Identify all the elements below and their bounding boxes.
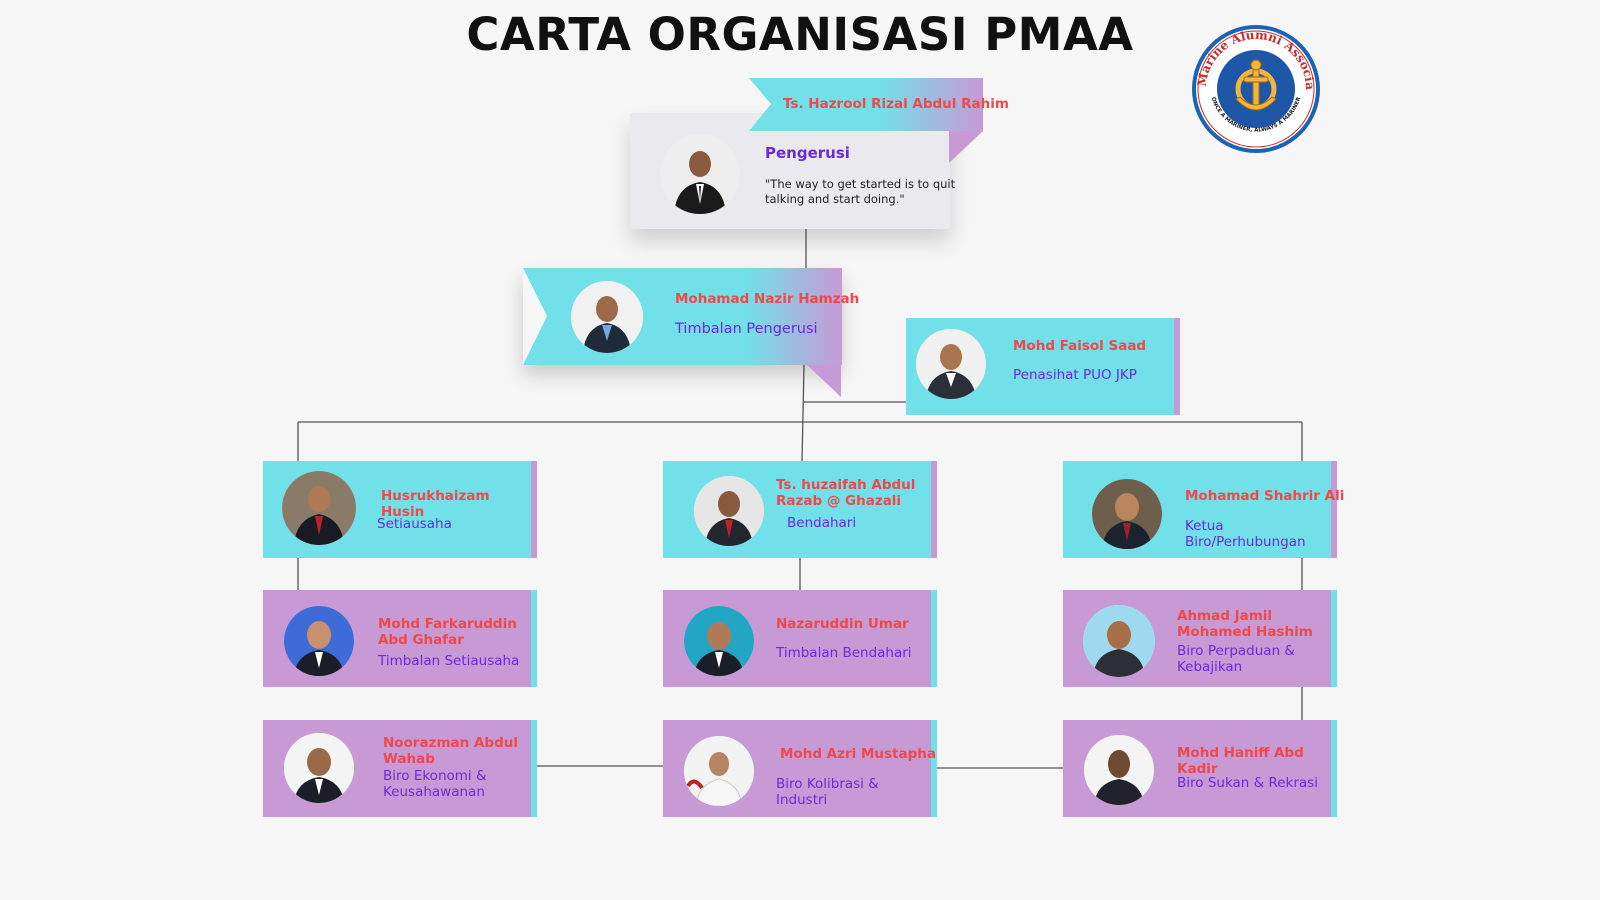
advisor-photo [916,329,986,399]
member-role: Ketua Biro/Perhubungan [1185,518,1306,550]
member-photo [282,471,356,545]
member-card: Noorazman Abdul Wahab Biro Ekonomi & Keu… [263,720,537,817]
member-card: Ts. huzaifah Abdul Razab @ Ghazali Benda… [663,461,937,558]
member-role: Biro Perpaduan & Kebajikan [1177,643,1295,675]
chairman-role: Pengerusi [765,144,850,162]
deputy-photo [571,281,643,353]
member-role: Setiausaha [377,516,452,532]
member-role: Timbalan Bendahari [776,645,912,661]
member-name: Mohd Azri Mustapha [780,746,937,762]
member-name: Noorazman Abdul Wahab [383,735,518,767]
member-name: Mohd Farkaruddin Abd Ghafar [378,616,517,648]
chairman-name: Ts. Hazrool Rizal Abdul Rahim [783,96,1009,112]
member-photo [684,606,754,676]
page-title: CARTA ORGANISASI PMAA [466,8,1134,61]
deputy-card: Mohamad Nazir Hamzah Timbalan Pengerusi [523,268,859,365]
member-card: Mohd Haniff Abd Kadir Biro Sukan & Rekra… [1063,720,1337,817]
member-role: Biro Sukan & Rekrasi [1177,775,1318,791]
member-card: Ahmad Jamil Mohamed Hashim Biro Perpadua… [1063,590,1337,687]
chairman-quote: "The way to get started is to quit talki… [765,177,956,206]
advisor-card: Mohd Faisol Saad Penasihat PUO JKP [906,318,1180,415]
advisor-name: Mohd Faisol Saad [1013,338,1147,354]
chairman-ribbon-fold [949,131,983,163]
member-name: Husrukhaizam Husin [381,488,490,520]
member-photo [684,736,754,806]
chairman-photo [660,134,740,214]
association-logo: Puo Marine Alumni Association ONCE A MAR… [1187,14,1320,153]
member-photo [694,476,764,546]
member-photo [284,733,354,803]
member-name: Ahmad Jamil Mohamed Hashim [1177,608,1313,640]
member-photo [1092,479,1162,549]
member-role: Biro Ekonomi & Keusahawanan [383,768,487,800]
member-role: Bendahari [787,515,857,531]
member-card: Nazaruddin Umar Timbalan Bendahari [663,590,937,687]
member-name: Mohd Haniff Abd Kadir [1177,745,1304,777]
member-role: Timbalan Setiausaha [378,653,520,669]
advisor-role: Penasihat PUO JKP [1013,367,1137,383]
member-card: Husrukhaizam Husin Setiausaha [263,461,537,558]
chairman-name-ribbon: Ts. Hazrool Rizal Abdul Rahim [749,78,1009,131]
member-card: Mohd Farkaruddin Abd Ghafar Timbalan Set… [263,590,537,687]
member-photo [1083,605,1155,677]
member-photo [284,606,354,676]
member-name: Ts. huzaifah Abdul Razab @ Ghazali [776,477,916,509]
member-card: Mohd Azri Mustapha Biro Kolibrasi & Indu… [663,720,937,817]
member-name: Mohamad Shahrir Ali [1185,488,1345,504]
member-name: Nazaruddin Umar [776,616,909,632]
deputy-ribbon-fold [807,365,841,397]
member-photo [1084,735,1154,805]
member-role: Biro Kolibrasi & Industri [776,776,879,808]
deputy-role: Timbalan Pengerusi [675,321,818,337]
deputy-name: Mohamad Nazir Hamzah [675,291,860,307]
member-card: Mohamad Shahrir Ali Ketua Biro/Perhubung… [1063,461,1344,558]
